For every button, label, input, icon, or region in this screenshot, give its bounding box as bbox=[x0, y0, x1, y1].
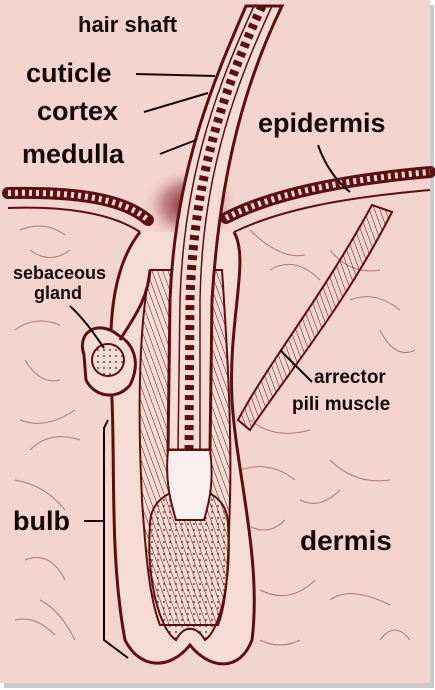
bulb-label: bulb bbox=[13, 508, 70, 535]
sebaceous-gland-label-line1: sebaceous bbox=[13, 264, 106, 282]
dermis-label: dermis bbox=[300, 527, 392, 555]
cortex-label: cortex bbox=[37, 98, 118, 125]
hair-shaft-label: hair shaft bbox=[78, 14, 177, 36]
epidermis-label: epidermis bbox=[258, 110, 386, 137]
medulla-label: medulla bbox=[22, 141, 124, 168]
arrector-pili-label-line1: arrector bbox=[314, 368, 386, 387]
arrector-pili-label-line2: pili muscle bbox=[292, 395, 390, 414]
sebaceous-gland-label-line2: gland bbox=[34, 284, 82, 302]
cuticle-label: cuticle bbox=[26, 60, 112, 87]
